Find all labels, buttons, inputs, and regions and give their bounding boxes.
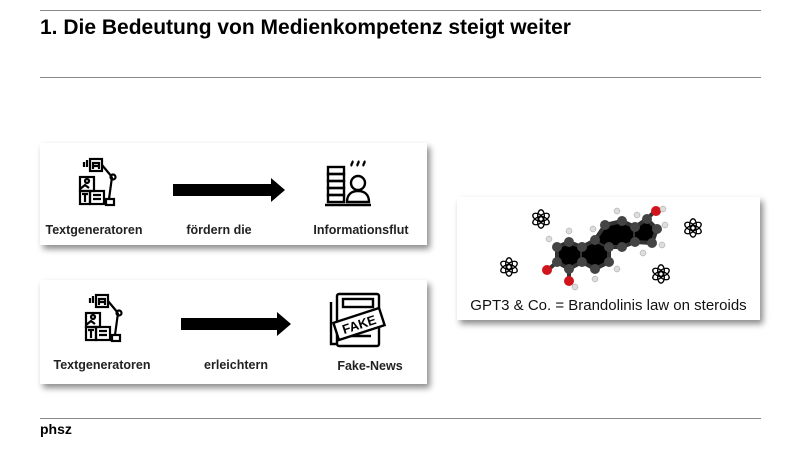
information-overload-icon <box>325 160 371 207</box>
openai-logo-icon <box>499 257 519 277</box>
footer-logo-text: phsz <box>40 421 72 437</box>
top-rule <box>40 10 761 11</box>
steroid-molecule-image <box>542 205 669 291</box>
openai-logo-icon <box>531 209 551 229</box>
robot-arm-text-generator-icon <box>78 157 117 207</box>
card-fake-news: FAKE Textgeneratoren erleichtern Fake-Ne… <box>40 280 427 384</box>
target-label: Informationsflut <box>313 223 409 237</box>
title-rule <box>40 77 761 78</box>
openai-logo-icon <box>651 264 671 284</box>
caption: GPT3 & Co. = Brandolinis law on steroids <box>470 297 747 314</box>
openai-logo-icon <box>683 218 703 238</box>
card-brandolini: GPT3 & Co. = Brandolinis law on steroids <box>457 197 760 320</box>
verb-label: erleichtern <box>204 358 268 372</box>
slide-title: 1. Die Bedeutung von Medienkompetenz ste… <box>40 16 571 39</box>
robot-arm-text-generator-icon <box>84 293 123 343</box>
card-informationsflut: Textgeneratoren fördern die Informations… <box>40 143 427 245</box>
source-label: Textgeneratoren <box>53 358 151 372</box>
verb-label: fördern die <box>186 223 252 237</box>
arrow-right-icon <box>173 178 285 202</box>
source-label: Textgeneratoren <box>45 223 143 237</box>
arrow-right-icon <box>181 312 291 336</box>
target-label: Fake-News <box>337 359 403 373</box>
footer-rule <box>40 418 761 419</box>
fake-news-newspaper-icon: FAKE <box>329 292 387 348</box>
